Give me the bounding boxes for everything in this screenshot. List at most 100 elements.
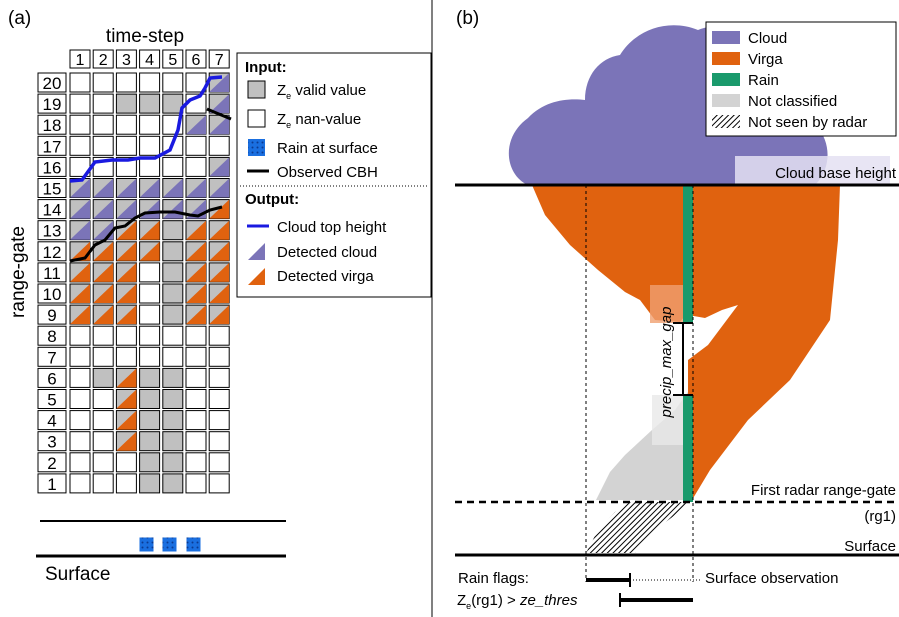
detected-virga-mark (116, 284, 137, 303)
range-gate-box (37, 93, 67, 114)
gate-cell (92, 93, 114, 114)
gate-cell (92, 72, 114, 93)
legend-nan-swatch (247, 109, 266, 128)
range-gate-label: 9 (47, 306, 56, 325)
detected-virga-mark (116, 220, 137, 240)
gate-cell (162, 241, 184, 262)
range-gate-label: 20 (43, 74, 62, 93)
rain-at-surface-2 (161, 536, 178, 553)
gate-cell (139, 304, 161, 325)
gate-cell (162, 304, 184, 325)
detected-cloud-mark (209, 178, 230, 198)
gate-cell (69, 473, 91, 494)
range-gate-label: range-gate (8, 226, 29, 318)
range-gate-box (37, 367, 67, 388)
legend-b: Cloud Virga Rain Not classified Not seen… (705, 21, 897, 137)
legend-b-cloud-label: Cloud (748, 30, 787, 47)
rg1-label: (rg1) (864, 508, 896, 525)
precip-max-gap-label: precip_max_gap (658, 307, 675, 419)
gate-cell (139, 389, 161, 409)
gate-cell (92, 389, 114, 409)
gate-cell (69, 389, 91, 409)
gate-cell (92, 473, 114, 494)
legend-b-not-seen-label: Not seen by radar (748, 114, 867, 131)
range-gate-box (37, 199, 67, 220)
gate-cell (115, 452, 137, 473)
time-step-box (208, 49, 230, 69)
range-gate-box (37, 452, 67, 473)
gate-cell (92, 367, 114, 388)
virga-gap (688, 305, 738, 360)
legend-nan-label: Ze nan-value (277, 111, 361, 130)
detected-virga-mark (93, 241, 114, 261)
gate-cell (92, 135, 114, 156)
range-gate-label: 14 (43, 201, 62, 220)
range-gate-label: 11 (43, 264, 61, 283)
rain-flags-label: Rain flags: (458, 570, 529, 587)
gate-cell (139, 346, 161, 367)
gate-cell (139, 72, 161, 93)
legend-b-not-seen-swatch (712, 115, 740, 128)
legend-b-virga-label: Virga (748, 51, 783, 68)
legend-a: Input: Ze valid value Ze nan-value Rain … (236, 52, 432, 298)
gate-cell (115, 135, 137, 156)
gate-cell (115, 72, 137, 93)
panel-b: (b) precip_max_gap Cloud base height Fir… (455, 8, 899, 611)
range-gate-box (37, 410, 67, 431)
legend-rain-surface-swatch (248, 139, 265, 156)
virga-lower (688, 185, 840, 500)
gate-cell (162, 346, 184, 367)
detected-virga-mark (93, 305, 114, 325)
gate-cell (185, 452, 207, 473)
detected-virga-mark (116, 389, 137, 409)
gate-cell (185, 367, 207, 388)
detected-cloud-mark (162, 178, 183, 198)
time-step-label: 3 (122, 52, 131, 69)
gate-cell (92, 325, 114, 346)
gate-cell (162, 262, 184, 283)
gate-cell (139, 325, 161, 346)
time-step-box (92, 49, 114, 69)
detected-virga-mark (116, 431, 137, 451)
gate-cell (162, 325, 184, 346)
range-gate-label: 19 (43, 95, 62, 114)
legend-cloud-label: Detected cloud (277, 244, 377, 261)
surface-label: Surface (45, 564, 110, 585)
gate-cell (185, 156, 207, 177)
gate-cell (185, 346, 207, 367)
range-gate-label: 3 (47, 433, 56, 452)
gate-cell (115, 325, 137, 346)
range-gate-label: 7 (47, 348, 56, 367)
detected-cloud-mark (186, 178, 206, 198)
gap-label-bg (650, 285, 688, 323)
gap-label-bg-lower (652, 395, 688, 445)
range-gate-label: 18 (43, 116, 62, 135)
range-gate-box (37, 283, 67, 304)
detected-cloud-mark (209, 94, 230, 114)
gate-cell (139, 114, 161, 135)
gate-cell (139, 431, 161, 452)
detected-virga-mark (209, 241, 230, 261)
legend-b-virga-swatch (712, 52, 740, 65)
gate-cell (162, 93, 184, 114)
gate-cell (162, 220, 184, 241)
range-gate-label: 1 (47, 475, 56, 494)
gate-cell (139, 473, 161, 494)
range-gate-label: 4 (47, 412, 56, 431)
rain-column-upper (683, 185, 693, 323)
legend-a-box (236, 52, 432, 298)
gate-cell (185, 135, 207, 156)
gate-cell (185, 389, 207, 409)
range-gate-label: 5 (47, 391, 56, 410)
gate-cell (69, 72, 91, 93)
gate-cell (185, 431, 207, 452)
gate-cell (92, 410, 114, 431)
time-step-label: 7 (215, 52, 224, 69)
detected-virga-mark (186, 284, 206, 303)
gate-cell (162, 431, 184, 452)
time-step-box (139, 49, 161, 69)
detected-cloud-mark (139, 178, 160, 198)
gate-cell (92, 346, 114, 367)
